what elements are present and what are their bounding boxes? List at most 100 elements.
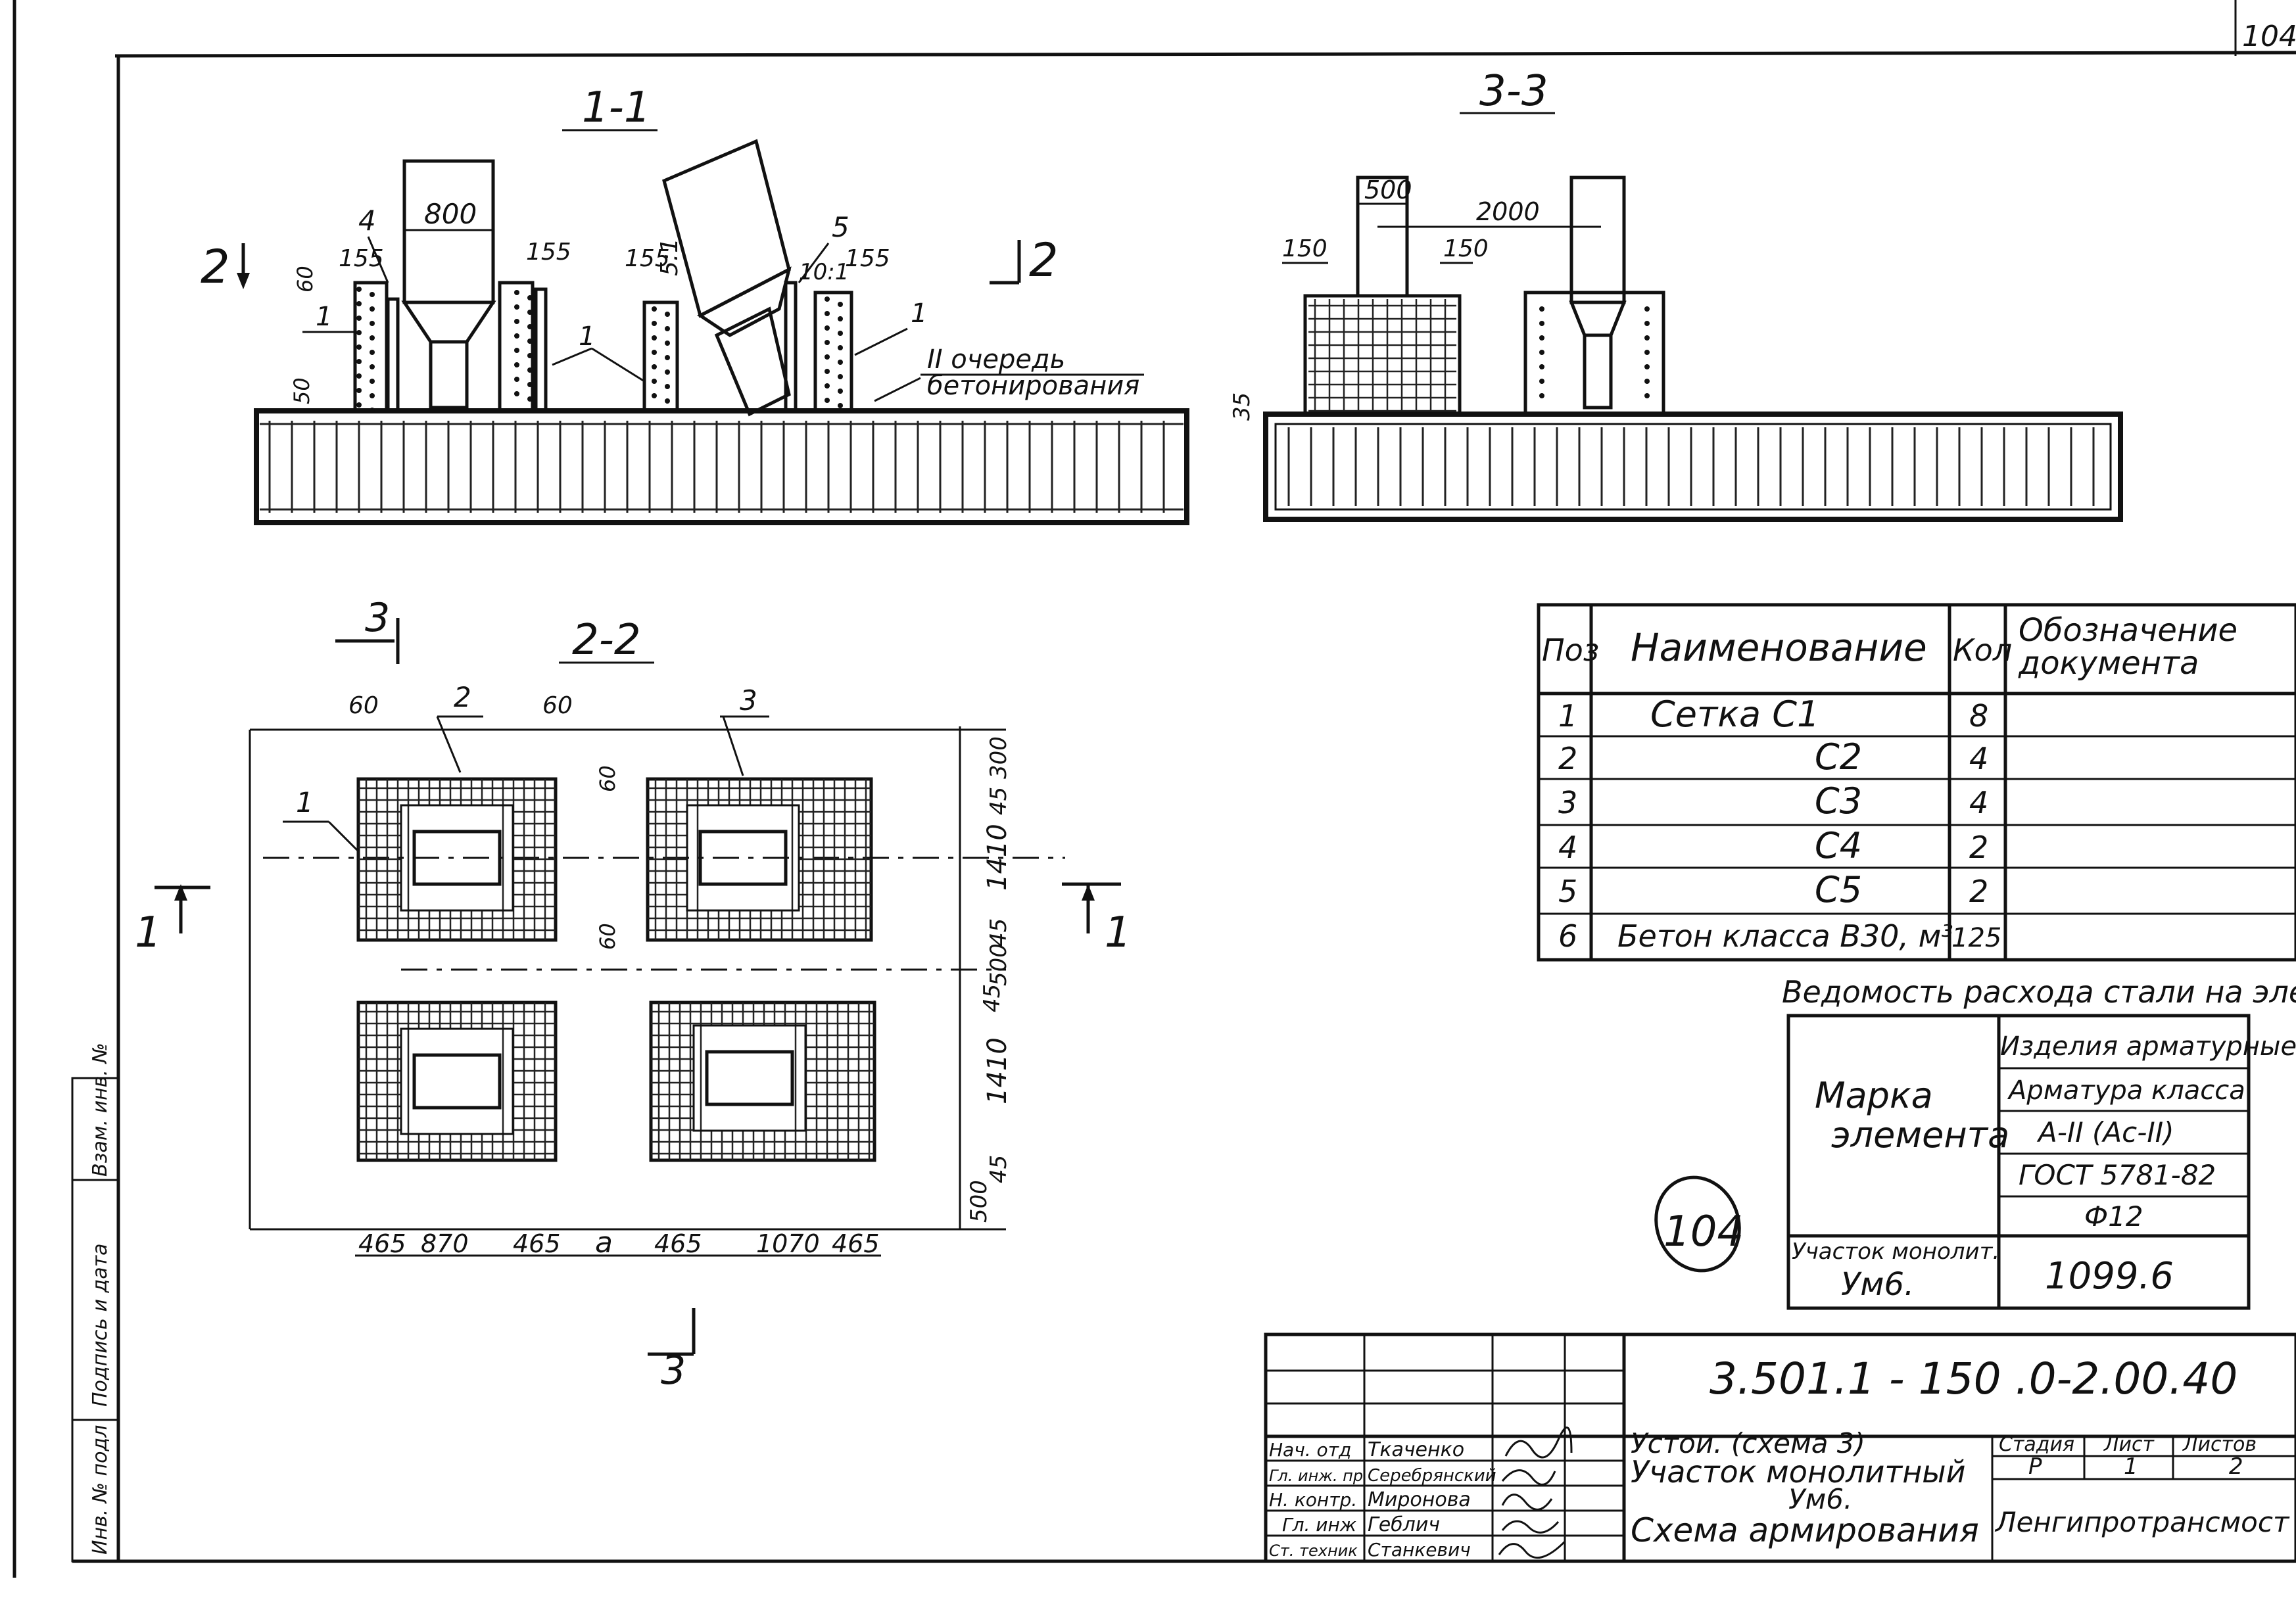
spec-row-2-qty: 4 [1969,741,1988,776]
steel-h2: Арматура класса [2007,1075,2245,1106]
slab-1-1-rebar [260,421,1184,513]
steel-row-label-2: Ум6. [1841,1266,1914,1303]
right-dim-5: 45 [979,984,1005,1012]
section-2-2-label: 2-2 [572,616,641,665]
right-dim-2: 1410 [982,824,1013,891]
slope-5-1: 5:1 [656,238,683,276]
cut-1-left: 1 [135,908,162,957]
bottom-dim-0: 465 [358,1229,406,1258]
note-line1: II очередь [927,344,1065,375]
cut-1-right: 1 [1105,908,1132,957]
section-3-3-label: 3-3 [1479,67,1548,116]
slab-3-3-rebar [1287,427,2095,506]
title-sheet-header: Лист [2103,1433,2155,1456]
plan-cages [356,777,876,1162]
page-number: 104 [2242,20,2296,53]
spec-row-5-name: С5 [1815,869,1862,910]
slope-10-1: 10:1 [799,259,849,285]
right-dim-4: 500 [986,943,1012,986]
steel-table: Ведомость расхода стали на элемент, кг М… [1654,974,2296,1310]
title-org: Ленгипротрансмост [1994,1506,2290,1538]
spec-header-doc1: Обозначение [2019,612,2237,649]
pos-1: 1 [296,786,314,818]
title-name-5: Станкевич [1368,1539,1471,1561]
title-name-3: Миронова [1368,1488,1471,1511]
title-name-2: Серебрянский [1368,1466,1496,1486]
pos-5: 5 [832,211,849,243]
dim-500: 500 [1364,176,1412,204]
title-role-5: Ст. техник [1269,1542,1358,1560]
pos-1b: 1 [579,321,595,352]
bottom-dim-5: 1070 [756,1229,820,1258]
cut-3-top: 3 [365,595,390,641]
title-sheets: 2 [2229,1453,2243,1480]
side-inv-replace: Взам. инв. № [89,1043,112,1177]
plan-bottom-dimensions: 465 870 465 a 465 1070 465 [355,1226,881,1260]
title-stage: Р [2028,1453,2042,1480]
spec-row-1-qty: 8 [1969,698,1988,734]
right-dim-0: 300 [986,736,1012,779]
title-name-4: Геблич [1368,1513,1440,1536]
signatures [1498,1426,1573,1559]
steel-mark-2: элемента [1831,1114,2009,1156]
title-stage-header: Стадия [1999,1433,2074,1456]
spec-row-1-name: Сетка С1 [1650,694,1819,735]
section-2-2: 2-2 3 3 1 1 60 60 60 60 2 3 1 [135,595,1132,1394]
dim-800: 800 [424,198,477,230]
spec-header-name: Наименование [1631,625,1927,670]
spec-row-2-name: С2 [1815,736,1862,778]
title-sheets-header: Листов [2182,1433,2257,1456]
steel-row-label-1: Участок монолит. [1792,1238,1999,1265]
pos-4: 4 [358,204,376,237]
dim-155b: 155 [526,239,571,266]
dim-60b: 60 [542,692,573,719]
title-role-1: Нач. отд [1269,1439,1351,1461]
steel-row-value: 1099.6 [2045,1255,2174,1298]
spec-row-3-qty: 4 [1969,785,1988,820]
dim-60c: 60 [595,765,620,792]
right-dim-8: 500 [966,1180,992,1223]
steel-mark-1: Марка [1815,1075,1933,1116]
dim-155a: 155 [339,245,384,272]
right-dim-3: 45 [986,918,1012,947]
section-1-1-label: 1-1 [582,83,651,132]
bottom-dim-3: a [595,1226,613,1260]
spec-row-4-pos: 4 [1558,830,1577,865]
title-sheet: 1 [2124,1453,2138,1480]
title-desc-4: Схема армирования [1631,1511,1979,1549]
dim-155d: 155 [845,245,890,272]
dim-60d: 60 [595,923,620,950]
title-code: 3.501.1 - 150 .0-2.00.40 [1710,1354,2237,1404]
note-line2: бетонирования [927,371,1139,401]
title-role-4: Гл. инж [1282,1514,1356,1536]
stamp-circle-number: 104 [1663,1208,1744,1256]
steel-h5: Ф12 [2084,1200,2143,1233]
spec-row-5-qty: 2 [1969,874,1988,909]
pier-rebar-dots [356,287,843,413]
right-dim-6: 1410 [982,1037,1013,1104]
cut-2-left: 2 [201,240,230,294]
spec-row-5-pos: 5 [1558,874,1577,909]
side-block: Инв. № подл Подпись и дата Взам. инв. № [71,1043,120,1563]
dim-155c: 155 [625,245,670,272]
cut-2-right: 2 [1029,233,1059,287]
spec-row-3-name: С3 [1815,780,1862,822]
spec-row-4-name: С4 [1815,825,1862,866]
side-inv-orig: Инв. № подл [89,1425,112,1555]
spec-row-1-pos: 1 [1558,698,1577,734]
right-dim-1: 45 [986,787,1012,815]
pos-1a: 1 [316,302,332,332]
pos-1c: 1 [911,298,927,329]
spec-header-doc2: документа [2018,645,2199,682]
slab-1-1 [254,408,1189,525]
title-role-2: Гл. инж. пр [1269,1467,1363,1485]
dim-60a: 60 [348,692,379,719]
bottom-dim-2: 465 [513,1229,561,1258]
pos-2: 2 [454,681,471,713]
steel-title: Ведомость расхода стали на элемент, кг [1782,974,2296,1010]
dim-60: 60 [293,266,318,293]
title-role-3: Н. контр. [1269,1489,1357,1511]
dim-35: 35 [1229,392,1255,421]
steel-h3: А-II (Ас-II) [2036,1116,2174,1148]
spec-row-2-pos: 2 [1558,741,1577,776]
